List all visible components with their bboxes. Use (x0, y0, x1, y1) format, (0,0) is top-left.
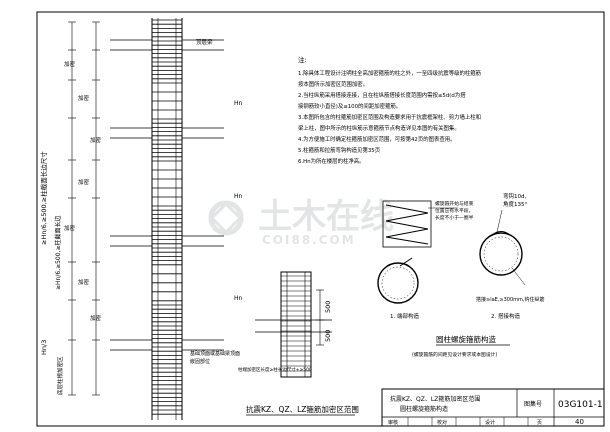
sign-cell-4: 页 (537, 420, 542, 426)
note-line-5: 3.本图所包含的柱箍筋加密区范围及构造要求用于抗震框架柱、剪力墙上柱和 (298, 113, 481, 121)
floor-label-top: 顶层梁 (196, 38, 213, 46)
atlas-number: 03G101-1 (558, 400, 603, 410)
floor-label-base: 嵌固部位 (190, 358, 210, 365)
watermark-sub: COI88.COM (262, 233, 356, 247)
sign-cell-2: 校对 (437, 419, 447, 426)
section-dim-1: 500 (324, 301, 332, 313)
watermark: 土木在线 COI88.COM (208, 197, 394, 247)
spiral-detail (377, 200, 526, 304)
base-note: 底层柱根加密区 (56, 356, 64, 395)
sheet-border (36, 11, 605, 427)
vert-label-side: ≥Hn/6,≥500,≥柱截面长边 (54, 215, 62, 290)
section-caption: 抗震KZ、QZ、LZ箍筋加密区范围 (246, 404, 359, 414)
note-line-1: 1.除具体工程设计注明柱全高加密箍筋的柱之外，一至四级抗震等级的柱箍筋 (298, 69, 482, 77)
dim-label: 加密 (64, 60, 76, 68)
hook-note-2: 角度135° (503, 200, 527, 208)
note-line-9: 6.Hn为所在楼层的柱净高。 (298, 157, 365, 165)
note-line-2: 按本图所示加密区范围加密。 (298, 80, 368, 88)
dim-label: 加密 (78, 94, 90, 102)
hn-label-3: Hn (234, 295, 243, 302)
hang-note: 基础顶面或基础梁顶面 (190, 350, 240, 357)
dim-label: 加密 (64, 224, 76, 232)
dim-label: 加密 (78, 278, 90, 286)
title-line-2: 圆柱螺旋箍筋构造 (400, 405, 448, 413)
spiral-note-1: 螺旋箍开始与结束 (435, 200, 474, 207)
notes-heading: 注: (298, 55, 307, 64)
vert-label-main: ≥Hn/6,≥500,≥柱截面长边尺寸 (39, 151, 48, 245)
stirrups (152, 19, 182, 415)
sign-cell-3: 设计 (485, 419, 495, 426)
spiral-note-2: 位置应有水平段， (435, 207, 473, 214)
note-line-7: 4.为方便施工时确定柱箍筋加密区范围，可按第42页的图表查用。 (298, 135, 456, 143)
spiral-caption: 圆柱螺旋箍筋构造 (436, 334, 496, 344)
sign-cell-1: 审核 (388, 419, 398, 426)
page-number: 40 (575, 418, 584, 426)
title-block (381, 388, 605, 427)
title-line-1: 抗震KZ、QZ、LZ箍筋加密区范围 (390, 395, 480, 403)
lap-note: 搭接≥laE,≥300mm,钩住纵筋 (476, 296, 544, 303)
section-label: 柱端加密区长度≥柱长边尺寸+≥500 (238, 366, 312, 373)
section-detail (255, 271, 332, 378)
hn-label-2: Hn (234, 193, 243, 200)
spiral-note-3: 长度不小于一圈半 (435, 214, 474, 221)
dim-label: 加密 (90, 314, 102, 322)
spiral-label-a: 1. 端部构造 (390, 312, 419, 320)
watermark-text: 土木在线 (258, 197, 394, 237)
floor-beams (110, 39, 224, 351)
hn-label-1: Hn (234, 100, 243, 107)
dim-label: 加密 (90, 136, 102, 144)
atlas-label: 图集号 (524, 400, 542, 408)
spiral-label-b: 2. 搭接构造 (491, 312, 520, 320)
note-line-3: 2.当柱纵筋采用搭接连接，且在柱纵筋搭接长度范围内需按≤5d(d为搭 (298, 91, 466, 99)
spiral-subcaption: (螺旋箍筋的间距见设计要求或本图设计) (412, 351, 497, 358)
notes-block: 注: 1.除具体工程设计注明柱全高加密箍筋的柱之外，一至四级抗震等级的柱箍筋 按… (298, 55, 482, 165)
section-dim-2: 500 (324, 330, 332, 342)
note-line-8: 5.柱箍筋和拉筋弯钩构造见第35页 (298, 146, 381, 154)
note-line-6: 梁上柱，图中所示的柱纵筋示意箍筋节点构造详见本图的有关图集。 (298, 124, 460, 132)
dim-label: 加密 (78, 178, 90, 186)
hook-note-1: 弯钩10d, (503, 192, 526, 200)
vert-label-base: Hn/3 (40, 340, 48, 355)
note-line-4: 接钢筋较小直径)及≤100的间距加密箍筋。 (298, 102, 401, 110)
